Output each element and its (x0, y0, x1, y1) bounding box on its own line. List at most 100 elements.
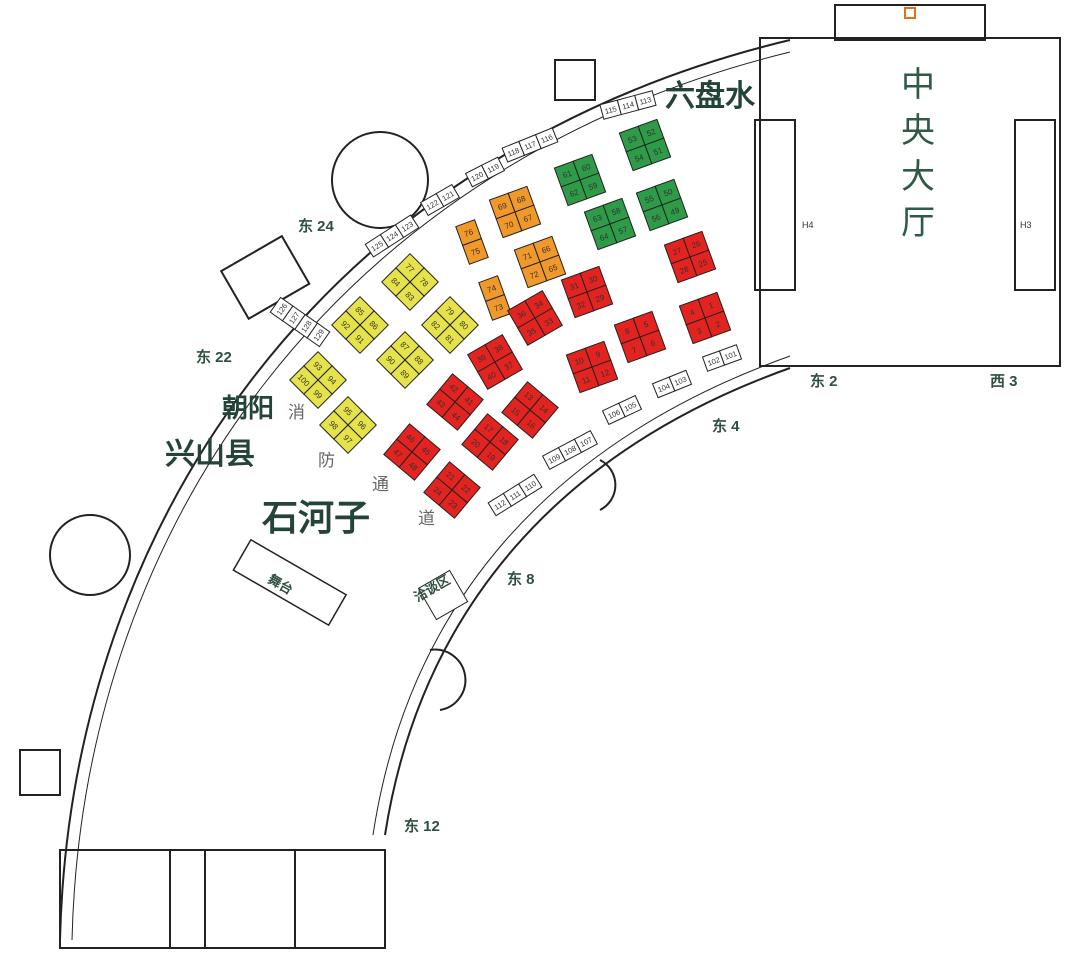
booth-38[interactable]: 38 (484, 333, 514, 363)
booth-111[interactable]: 111 (502, 483, 528, 507)
booth-97[interactable]: 97 (333, 424, 363, 454)
booth-tile[interactable] (634, 90, 657, 111)
booth-106[interactable]: 106 (601, 402, 626, 426)
booth-tile[interactable] (476, 441, 507, 471)
booth-129[interactable]: 129 (306, 322, 331, 348)
booth-tile[interactable] (591, 359, 619, 387)
booth-105[interactable]: 105 (618, 394, 643, 418)
booth-57[interactable]: 57 (609, 216, 637, 244)
booth-tile[interactable] (718, 344, 743, 366)
booth-tile[interactable] (435, 324, 465, 354)
booth-48[interactable]: 48 (398, 451, 429, 481)
booth-34[interactable]: 34 (524, 289, 554, 319)
entrance-east-8[interactable]: 东 8 (507, 571, 535, 588)
booth-tile[interactable] (517, 473, 543, 498)
booth-tile[interactable] (394, 214, 420, 239)
booth-49[interactable]: 49 (661, 197, 689, 225)
booth-75[interactable]: 75 (461, 237, 489, 265)
booth-tile[interactable] (345, 324, 375, 354)
booth-tile[interactable] (639, 329, 667, 357)
booth-107[interactable]: 107 (573, 430, 599, 454)
booth-81[interactable]: 81 (435, 324, 465, 354)
booth-68[interactable]: 68 (507, 185, 535, 213)
booth-23[interactable]: 23 (438, 489, 469, 519)
booth-19[interactable]: 19 (476, 441, 507, 471)
booth-91[interactable]: 91 (345, 324, 375, 354)
booth-tile[interactable] (390, 359, 420, 389)
booth-tile[interactable] (303, 379, 333, 409)
booth-16[interactable]: 16 (516, 409, 547, 439)
booth-67[interactable]: 67 (514, 204, 542, 232)
booth-65[interactable]: 65 (539, 254, 567, 282)
booth-76[interactable]: 76 (455, 219, 483, 247)
booth-tile[interactable] (441, 401, 472, 431)
booth-83[interactable]: 83 (395, 281, 425, 311)
booth-122[interactable]: 122 (419, 192, 445, 217)
booth-29[interactable]: 29 (586, 284, 614, 312)
booth-124[interactable]: 124 (379, 224, 405, 248)
entrance-east-22[interactable]: 东 22 (196, 349, 232, 366)
booth-101[interactable]: 101 (718, 344, 743, 366)
booth-77[interactable]: 77 (395, 253, 425, 283)
booth-tile[interactable] (461, 237, 489, 265)
booth-tile[interactable] (661, 197, 689, 225)
booth-tile[interactable] (644, 137, 672, 165)
booth-102[interactable]: 102 (701, 350, 726, 372)
booth-tile[interactable] (539, 254, 567, 282)
entrance-east-2[interactable]: 东 2 (810, 373, 838, 390)
booth-100[interactable]: 100 (289, 365, 319, 395)
booth-118[interactable]: 118 (501, 140, 526, 163)
booth-108[interactable]: 108 (557, 438, 583, 462)
booth-120[interactable]: 120 (464, 164, 490, 188)
booth-tile[interactable] (704, 310, 732, 338)
booth-117[interactable]: 117 (518, 134, 542, 156)
booth-73[interactable]: 73 (484, 293, 512, 321)
booth-tile[interactable] (579, 172, 607, 200)
booth-tile[interactable] (609, 216, 637, 244)
booth-86[interactable]: 86 (359, 310, 389, 340)
booth-tile[interactable] (618, 394, 643, 418)
booth-tile[interactable] (438, 489, 469, 519)
booth-126[interactable]: 126 (269, 296, 294, 322)
booth-99[interactable]: 99 (303, 379, 333, 409)
booth-113[interactable]: 113 (634, 90, 657, 111)
booth-123[interactable]: 123 (394, 214, 420, 239)
booth-89[interactable]: 89 (390, 359, 420, 389)
booth-6[interactable]: 6 (639, 329, 667, 357)
booth-121[interactable]: 121 (435, 183, 461, 208)
booth-127[interactable]: 127 (281, 305, 306, 331)
booth-tile[interactable] (514, 204, 542, 232)
booth-tile[interactable] (398, 451, 429, 481)
booth-12[interactable]: 12 (591, 359, 619, 387)
booth-78[interactable]: 78 (409, 267, 439, 297)
booth-82[interactable]: 82 (421, 310, 451, 340)
booth-119[interactable]: 119 (480, 156, 506, 180)
booth-125[interactable]: 125 (364, 233, 390, 258)
booth-tile[interactable] (306, 322, 331, 348)
booth-52[interactable]: 52 (637, 118, 665, 146)
booth-33[interactable]: 33 (534, 307, 564, 337)
booth-tile[interactable] (333, 424, 363, 454)
booth-110[interactable]: 110 (517, 473, 543, 498)
booth-94[interactable]: 94 (317, 365, 347, 395)
booth-tile[interactable] (668, 369, 693, 392)
entrance-east-24[interactable]: 东 24 (298, 218, 334, 235)
booth-tile[interactable] (534, 307, 564, 337)
booth-103[interactable]: 103 (668, 369, 693, 392)
booth-51[interactable]: 51 (644, 137, 672, 165)
entrance-east-12[interactable]: 东 12 (404, 818, 440, 835)
booth-59[interactable]: 59 (579, 172, 607, 200)
booth-tile[interactable] (480, 156, 506, 180)
booth-tile[interactable] (395, 281, 425, 311)
booth-tile[interactable] (494, 351, 524, 381)
booth-72[interactable]: 72 (520, 261, 548, 289)
booth-44[interactable]: 44 (441, 401, 472, 431)
booth-tile[interactable] (516, 409, 547, 439)
booth-tile[interactable] (586, 284, 614, 312)
booth-tile[interactable] (534, 127, 559, 150)
booth-116[interactable]: 116 (534, 127, 559, 150)
booth-2[interactable]: 2 (704, 310, 732, 338)
entrance-west-3[interactable]: 西 3 (990, 373, 1018, 390)
booth-tile[interactable] (484, 293, 512, 321)
booth-37[interactable]: 37 (494, 351, 524, 381)
